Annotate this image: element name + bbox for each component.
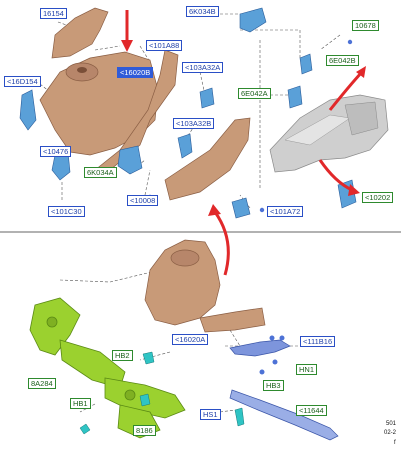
callout-111B16[interactable]: <111B16 (300, 336, 336, 347)
callout-8186[interactable]: 8186 (133, 425, 156, 436)
callout-16020A[interactable]: <16020A (172, 334, 209, 345)
inner-apron-upper-panel (51, 7, 109, 59)
lower-control-arm (229, 339, 291, 357)
lower-strut-tower-cap (170, 249, 200, 267)
callout-HS1[interactable]: HS1 (200, 409, 221, 420)
callout-101C30[interactable]: <101C30 (48, 206, 85, 217)
lower-front-rail (199, 307, 266, 333)
callout-16154[interactable]: 16154 (40, 8, 67, 19)
blue-bolts-lower (259, 335, 285, 375)
ref-code-line1: 501 (386, 421, 397, 427)
callout-HB1[interactable]: HB1 (70, 398, 91, 409)
callout-HB3[interactable]: HB3 (263, 380, 284, 391)
callout-6K034A[interactable]: 6K034A (84, 167, 117, 178)
callout-10678[interactable]: 10678 (352, 20, 379, 31)
lower-strut-tower-panel (144, 239, 221, 326)
callout-6K034B[interactable]: 6K034B (186, 6, 219, 17)
callout-103A32B[interactable]: <103A32B (173, 118, 215, 129)
callout-HB2[interactable]: HB2 (112, 350, 133, 361)
callout-10476[interactable]: <10476 (40, 146, 72, 157)
callout-16D154[interactable]: <16D154 (4, 76, 41, 87)
callout-11644[interactable]: <11644 (296, 405, 327, 416)
ref-code-line2: 02-2 (384, 430, 397, 436)
strut-tower-hole (77, 67, 87, 73)
callout-101A88[interactable]: <101A88 (146, 40, 183, 51)
callout-10008[interactable]: <10008 (127, 195, 159, 206)
lower-rail-extension (164, 117, 251, 201)
red-arrows (121, 10, 366, 276)
callout-HN1[interactable]: HN1 (296, 364, 318, 375)
callout-101A72[interactable]: <101A72 (267, 206, 304, 217)
callout-16020B[interactable]: <16020B (117, 67, 154, 78)
callout-103A32A[interactable]: <103A32A (182, 62, 224, 73)
grey-tower-detail (344, 101, 379, 136)
callout-8A284[interactable]: 8A284 (28, 378, 56, 389)
cyan-fasteners (79, 351, 245, 435)
callout-10202[interactable]: <10202 (362, 192, 394, 203)
callout-6E042B[interactable]: 6E042B (326, 55, 359, 66)
lower-tie-bar (229, 389, 339, 441)
ref-code-line3: f (394, 440, 396, 446)
callout-6E042A[interactable]: 6E042A (238, 88, 271, 99)
